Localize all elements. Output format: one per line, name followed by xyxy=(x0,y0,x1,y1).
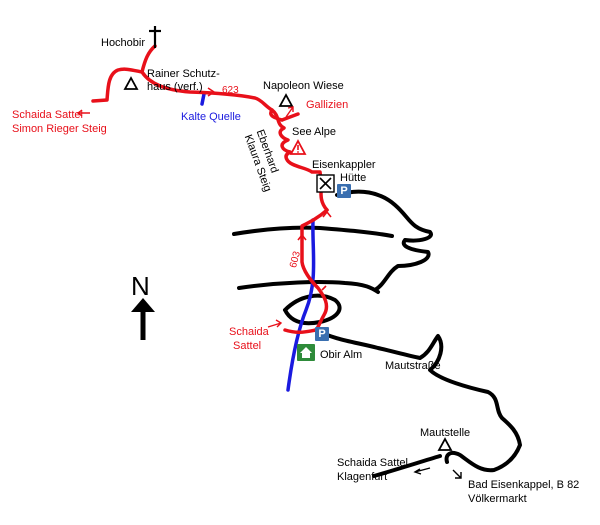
direction-arrow-icon xyxy=(207,87,332,291)
hut-label-eisenkappler-line2: Hütte xyxy=(340,172,367,184)
direction-arrow-icon xyxy=(413,467,462,479)
destination-label-schaida-sattel: Schaida Sattel xyxy=(12,109,83,121)
trail-gallizien xyxy=(280,112,300,122)
compass-letter-n: N xyxy=(131,271,150,301)
hut-label-rainer-line1: Rainer Schutz- xyxy=(147,68,220,80)
peak-triangle-icon xyxy=(278,93,294,107)
destination-label-schaida-mid-line1: Schaida xyxy=(229,326,269,338)
hut-label-eisenkappler-line1: Eisenkappler xyxy=(312,159,376,171)
destination-label-bad-eisenkappel-line2: Völkermarkt xyxy=(468,493,527,505)
route-number-623: 623 xyxy=(222,85,239,96)
road-mid xyxy=(237,280,380,294)
spring-label-kalte-quelle: Kalte Quelle xyxy=(181,111,241,123)
place-label-mautstelle: Mautstelle xyxy=(420,427,471,439)
stream-kalte-quelle xyxy=(200,92,206,106)
road-switchback xyxy=(283,293,342,326)
road-upper xyxy=(335,189,433,292)
trail-eberhard xyxy=(270,108,323,182)
parking-icon: P xyxy=(315,327,329,341)
road-loop xyxy=(232,225,394,238)
warning-icon xyxy=(289,139,307,155)
place-label-see-alpe: See Alpe xyxy=(292,126,337,138)
place-label-obir-alm: Obir Alm xyxy=(320,349,363,361)
stream-lower xyxy=(286,218,316,392)
summit-cross-icon xyxy=(149,26,161,48)
destination-label-gallizien: Gallizien xyxy=(306,99,349,111)
trail-623 xyxy=(140,70,284,122)
restaurant-icon xyxy=(316,174,335,193)
north-arrow-icon xyxy=(131,298,155,340)
trail-simon-rieger xyxy=(91,44,157,103)
road-label-mautstrasse: Mautstraße xyxy=(385,360,441,372)
peak-triangle-icon xyxy=(123,76,139,90)
destination-label-bad-eisenkappel-line1: Bad Eisenkappel, B 82 xyxy=(468,479,580,491)
destination-label-klagenfurt-line1: Schaida Sattel xyxy=(337,457,408,469)
peak-triangle-icon xyxy=(437,437,453,451)
destination-label-schaida-mid-line2: Sattel xyxy=(233,340,262,352)
trail-schaida-mid xyxy=(283,328,318,335)
mautstrasse-road xyxy=(314,328,522,473)
hut-label-rainer-line2: haus (verf.) xyxy=(147,81,203,93)
destination-label-klagenfurt-line2: Klagenfurt xyxy=(337,471,388,483)
place-label-napoleon-wiese: Napoleon Wiese xyxy=(263,80,344,92)
direction-arrow-icon xyxy=(76,106,294,328)
road-klagenfurt xyxy=(372,454,442,478)
destination-label-simon-rieger: Simon Rieger Steig xyxy=(12,123,107,135)
parking-icon: P xyxy=(337,184,351,198)
summit-label-hochobir: Hochobir xyxy=(101,37,146,49)
hut-icon xyxy=(297,344,315,361)
trail-603 xyxy=(300,208,329,332)
